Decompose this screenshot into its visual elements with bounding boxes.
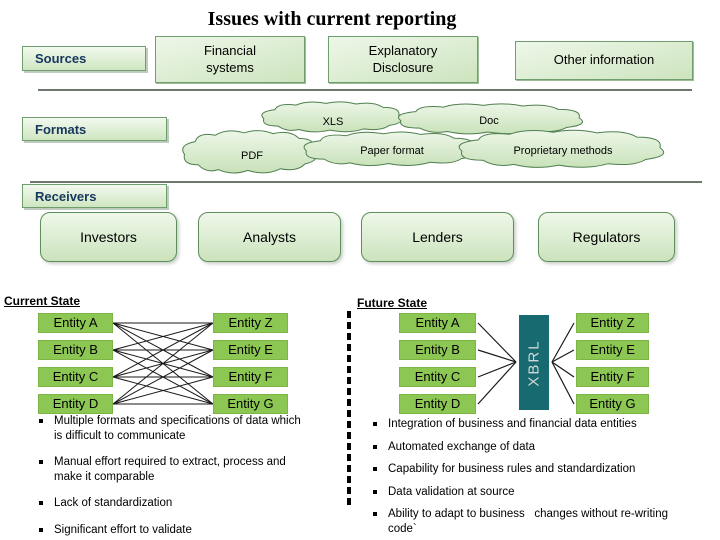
cloud-label-pdf: PDF xyxy=(241,150,263,162)
cloud-xls xyxy=(262,102,401,132)
future-entity-f: Entity F xyxy=(576,367,649,387)
future-entity-a: Entity A xyxy=(399,313,476,333)
receiver-box-investors: Investors xyxy=(40,212,177,262)
sources-section-label: Sources xyxy=(22,46,146,71)
receiver-box-lenders: Lenders xyxy=(361,212,514,262)
bullet-adapt-changes: Ability to adapt to business changes wit… xyxy=(370,507,682,536)
xbrl-hub-box: XBRL xyxy=(519,315,549,410)
current-state-label: Current State xyxy=(4,294,81,308)
bullet-data-validation: Data validation at source xyxy=(370,485,682,500)
source-box-other-information: Other information xyxy=(515,41,693,80)
receiver-box-regulators: Regulators xyxy=(538,212,675,262)
source-box-explanatory-disclosure: Explanatory Disclosure xyxy=(328,36,478,83)
cloud-label-paper-format: Paper format xyxy=(360,145,424,157)
bullet-business-rules: Capability for business rules and standa… xyxy=(370,462,682,477)
bullet-automated-exchange: Automated exchange of data xyxy=(370,440,682,455)
future-state-bullet-list: Integration of business and financial da… xyxy=(370,417,682,540)
formats-section-label: Formats xyxy=(22,117,167,141)
future-state-label: Future State xyxy=(357,296,428,310)
future-entity-c: Entity C xyxy=(399,367,476,387)
future-entity-e: Entity E xyxy=(576,340,649,360)
cloud-label-xls: XLS xyxy=(323,116,344,128)
cloud-proprietary xyxy=(459,130,664,167)
cloud-paper-format xyxy=(304,132,477,166)
current-entity-c: Entity C xyxy=(38,367,113,387)
current-entity-e: Entity E xyxy=(213,340,288,360)
current-entity-f: Entity F xyxy=(213,367,288,387)
slide-title: Issues with current reporting xyxy=(207,8,457,30)
source-box-financial-systems: Financial systems xyxy=(155,36,305,83)
cloud-doc xyxy=(398,104,582,134)
current-entity-z: Entity Z xyxy=(213,313,288,333)
bullet-manual-effort: Manual effort required to extract, proce… xyxy=(36,455,304,484)
future-entity-d: Entity D xyxy=(399,394,476,414)
current-entity-d: Entity D xyxy=(38,394,113,414)
xbrl-hub-label: XBRL xyxy=(525,338,542,387)
future-entity-g: Entity G xyxy=(576,394,649,414)
receiver-box-analysts: Analysts xyxy=(198,212,341,262)
cloud-label-proprietary: Proprietary methods xyxy=(513,145,613,157)
current-state-lines xyxy=(112,322,214,405)
format-clouds xyxy=(183,102,664,173)
cloud-label-doc: Doc xyxy=(479,115,499,127)
future-entity-z: Entity Z xyxy=(576,313,649,333)
bullet-lack-standardization: Lack of standardization xyxy=(36,496,304,511)
receivers-section-label: Receivers xyxy=(22,184,167,208)
current-entity-g: Entity G xyxy=(213,394,288,414)
future-entity-b: Entity B xyxy=(399,340,476,360)
current-entity-a: Entity A xyxy=(38,313,113,333)
bullet-effort-validate: Significant effort to validate xyxy=(36,523,304,538)
current-entity-b: Entity B xyxy=(38,340,113,360)
bullet-multiple-formats: Multiple formats and specifications of d… xyxy=(36,414,304,443)
current-state-bullet-list: Multiple formats and specifications of d… xyxy=(36,414,304,540)
future-state-lines xyxy=(477,322,575,405)
bullet-integration: Integration of business and financial da… xyxy=(370,417,682,432)
cloud-pdf xyxy=(183,131,317,173)
